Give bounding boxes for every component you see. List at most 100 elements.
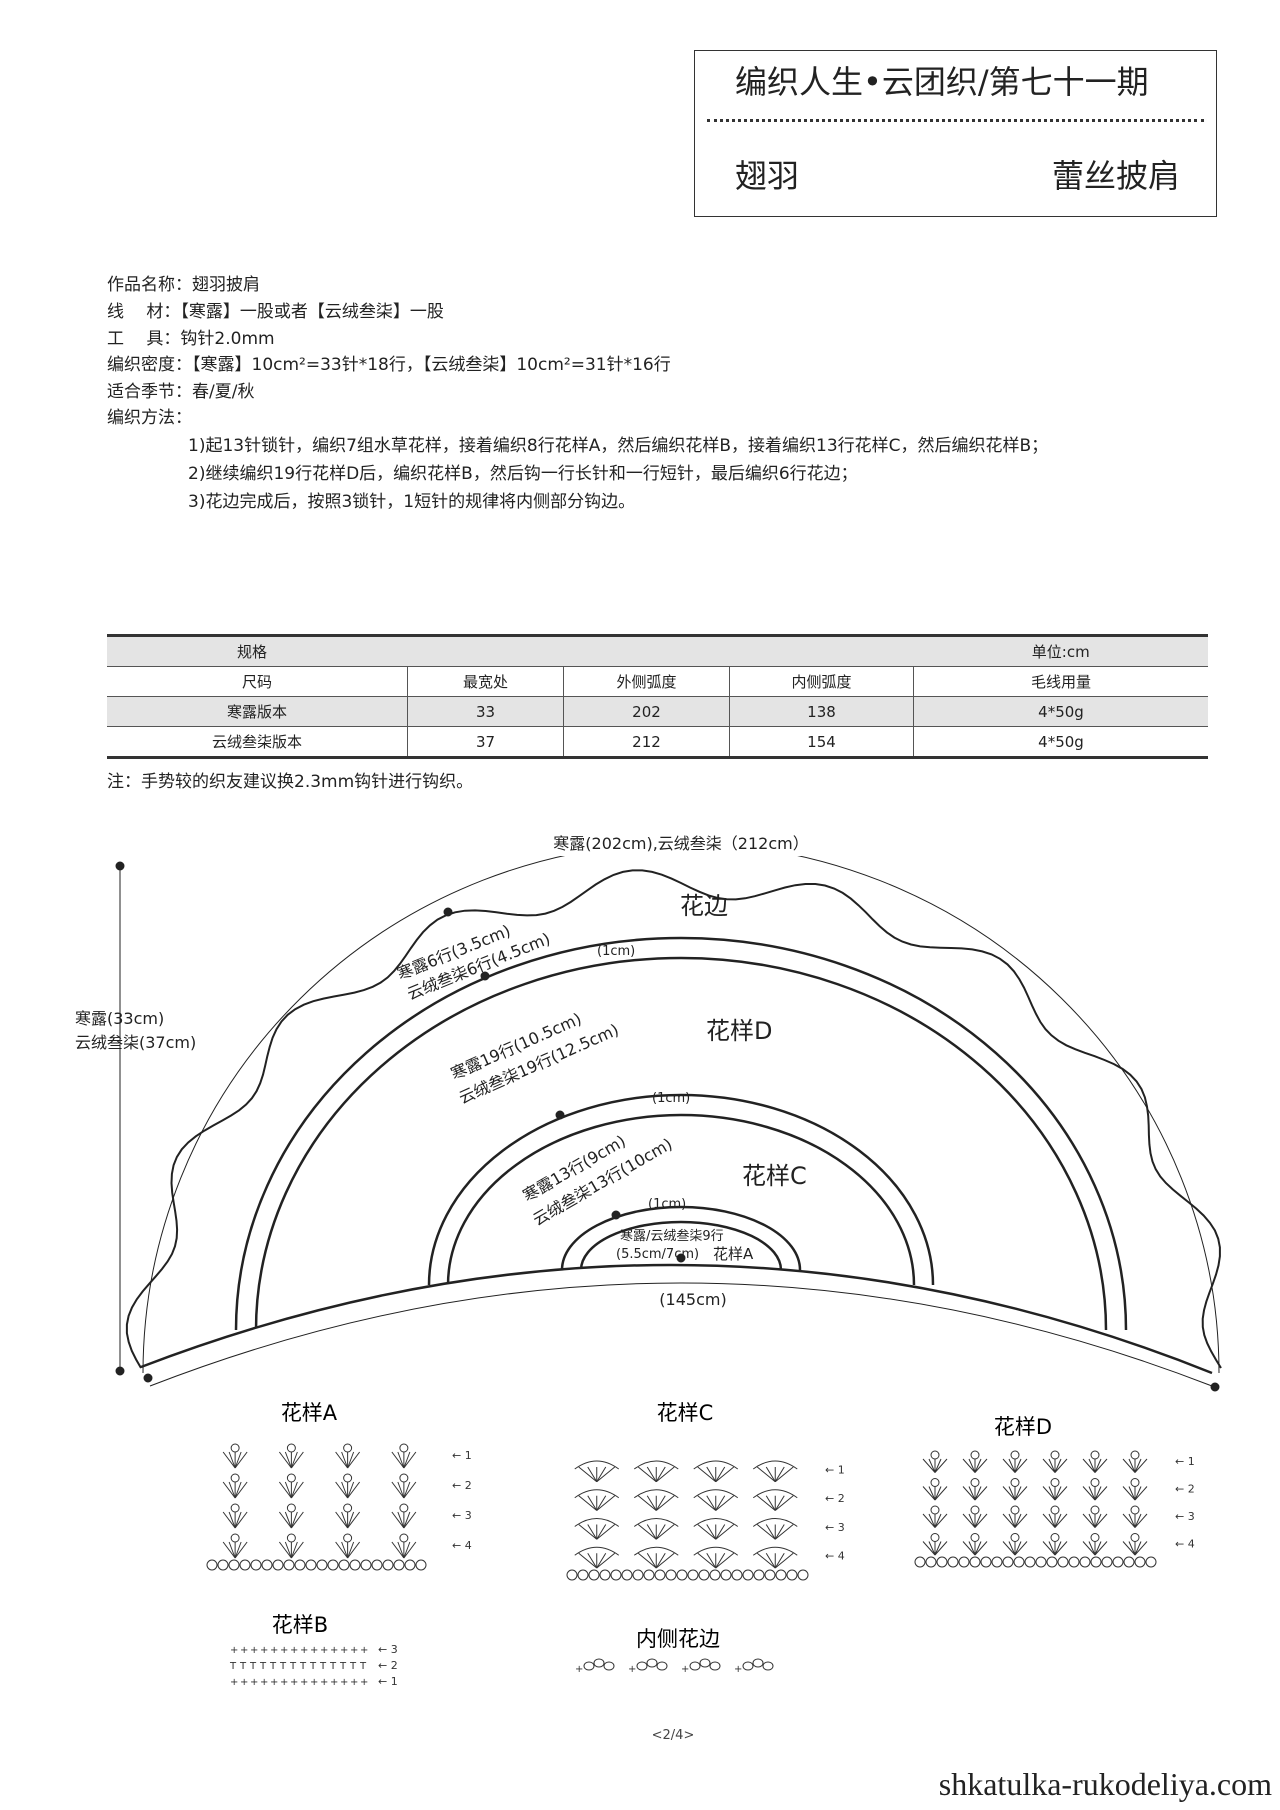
swatch-d-stitch [934,1458,942,1473]
swatch-d-stitch [962,1458,976,1473]
swatch-d-picot [1090,1478,1100,1487]
swatch-d-stitch [1054,1513,1068,1528]
swatch-c-chain-stitch [764,1569,776,1581]
swatch-c-stitch [774,1466,785,1483]
a-rows-1: 寒露/云绒叁柒9行 [620,1228,724,1244]
swatch-c-chain-stitch [676,1569,688,1581]
swatch-b-stitch: + [280,1645,288,1656]
swatch-a-picot [230,1533,240,1543]
swatch-a-stitch [290,1481,304,1499]
swatch-d-stitch [1014,1486,1028,1501]
swatch-d-stitch [968,1541,976,1556]
swatch-d-stitch [974,1513,988,1528]
swatch-c-chain-stitch [720,1569,732,1581]
swatch-d-chain-stitch [936,1556,948,1568]
swatch-c-chain-stitch [577,1569,589,1581]
swatch-d-stitch [1134,1541,1142,1556]
swatch-d-stitch [1122,1513,1136,1528]
swatch-c-arc [633,1489,679,1499]
swatch-c-chain-stitch [599,1569,611,1581]
swatch-d-picot [930,1450,940,1460]
swatch-d-chain-stitch [969,1556,981,1568]
swatch-a-chain-stitch [250,1559,262,1571]
swatch-d-stitch [922,1513,936,1528]
dimension-dot [143,1373,153,1383]
inner-edge-stitch: + [734,1664,742,1675]
swatch-c-stitch [596,1552,607,1569]
swatch-a-picot [286,1473,296,1483]
swatch-a-stitch [234,1541,248,1559]
swatch-d-stitch [1014,1458,1022,1473]
pattern-d-inner-arc [254,956,1108,1331]
swatch-c-stitch [697,1552,717,1569]
swatch-a-chain-stitch [283,1559,295,1571]
swatch-a-stitch [403,1541,417,1559]
swatch-a-stitch [391,1511,405,1529]
swatch-b-stitch: + [280,1677,288,1688]
swatch-a-stitch [335,1511,349,1529]
swatch-c-stitch [715,1466,726,1483]
page-number: <2/4> [652,1728,695,1743]
swatch-d-chain-stitch [914,1556,926,1568]
swatch-a-stitch [284,1511,292,1529]
swatch-a-chain-stitch [217,1559,229,1571]
swatch-d-stitch [1094,1541,1108,1556]
swatch-a-stitch [228,1481,236,1499]
swatch-d-stitch [1094,1486,1108,1501]
swatch-c-arc [574,1460,620,1470]
pattern-type: 蕾丝披肩 [1051,157,1180,195]
swatch-d-picot [930,1533,940,1542]
swatch-d-stitch [968,1486,976,1501]
swatch-c-stitch [646,1495,657,1511]
swatch-d-picot [1130,1505,1140,1515]
swatch-d-stitch [922,1486,936,1501]
swatch-a-chain-stitch [338,1559,350,1571]
swatch-c-stitch [765,1466,776,1483]
swatch-d-stitch [1048,1486,1056,1501]
swatch-b-stitch: + [330,1677,338,1688]
swatch-a-stitch [391,1451,405,1469]
swatch-d-chain-stitch [1013,1556,1025,1568]
pattern-c-label: 花样C [742,1162,807,1190]
swatch-d-picot [1130,1478,1140,1487]
swatch-d-stitch [1134,1458,1142,1473]
swatch-d-stitch [934,1486,948,1501]
swatch-d-stitch [962,1513,976,1528]
swatch-d-stitch [928,1541,936,1556]
band-label-a: (1cm) [648,1197,686,1212]
swatch-d-picot [1010,1505,1020,1515]
swatch-c-arc [693,1546,739,1556]
swatch-d-stitch [1048,1458,1056,1473]
swatch-c-stitch [587,1466,598,1483]
inner-edge-title: 内侧花边 [636,1627,720,1651]
swatch-a-stitch [397,1481,405,1499]
swatch-b-stitch: T [249,1661,257,1672]
pattern-a-outer-arc [560,1205,802,1271]
swatch-d-chain-stitch [1057,1556,1069,1568]
edge-label: 花边 [680,892,728,920]
swatch-d-picot [1050,1533,1060,1542]
swatch-a-stitch [222,1511,236,1529]
swatch-a-picot [230,1443,240,1453]
inner-arc-label: (145cm) [659,1290,726,1309]
col-header: 最宽处 [407,666,564,697]
swatch-b-stitch: + [270,1645,278,1656]
swatch-a-stitch [234,1451,242,1469]
swatch-d-picot [1050,1478,1060,1487]
swatch-b-stitch: + [260,1677,268,1688]
swatch-c-stitch [637,1552,657,1569]
swatch-a-row-number: ← 4 [452,1539,472,1552]
season: 适合季节：春/夏/秋 [107,382,255,402]
cell: 4*50g [913,726,1208,758]
swatch-d-chain-stitch [1145,1556,1157,1568]
swatch-d-chain-stitch [947,1556,959,1568]
pattern-a-inner-arc [579,1220,783,1271]
swatch-c-arc [752,1518,798,1527]
swatch-c-arc [752,1546,798,1556]
swatch-d-stitch [968,1458,976,1473]
cell: 33 [407,696,564,727]
swatch-d-chain-stitch [980,1556,992,1568]
swatch-d-stitch [1042,1486,1056,1501]
swatch-c-stitch [774,1552,794,1569]
swatch-b-stitch: T [299,1661,307,1672]
